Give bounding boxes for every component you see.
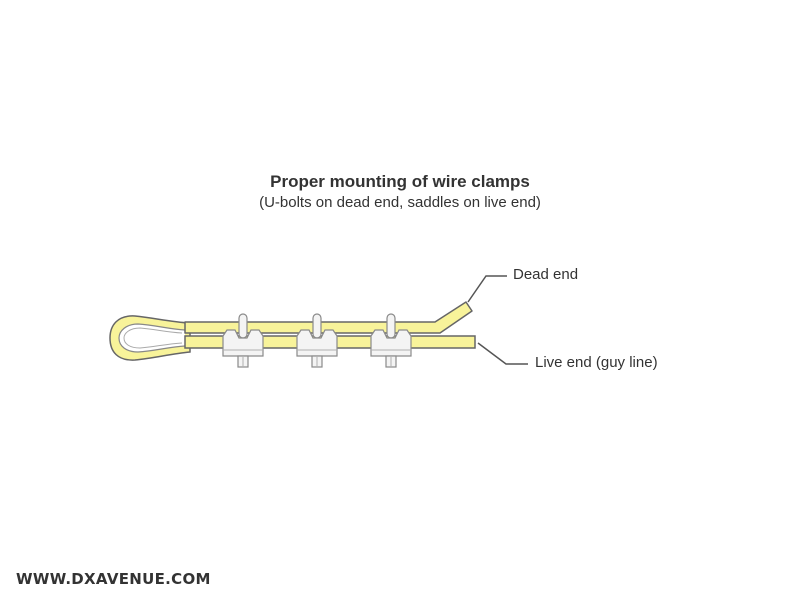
ubolt-icon	[386, 313, 396, 339]
ubolt-icon	[312, 313, 322, 339]
clamp-3	[370, 313, 412, 368]
dead-end-label: Dead end	[513, 266, 579, 283]
thimble-eye	[109, 315, 191, 361]
dead-end-wire	[184, 301, 473, 334]
diagram-title: Proper mounting of wire clamps	[270, 172, 530, 191]
live-end-leader-line	[477, 342, 528, 365]
dead-end-leader-line	[467, 275, 507, 303]
clamp-1	[222, 313, 264, 368]
live-end-label: Live end (guy line)	[535, 354, 658, 371]
watermark-text: WWW.DXAVENUE.COM	[16, 570, 211, 588]
diagram-subtitle: (U-bolts on dead end, saddles on live en…	[259, 194, 541, 211]
clamp-2	[296, 313, 338, 368]
ubolt-icon	[238, 313, 248, 339]
